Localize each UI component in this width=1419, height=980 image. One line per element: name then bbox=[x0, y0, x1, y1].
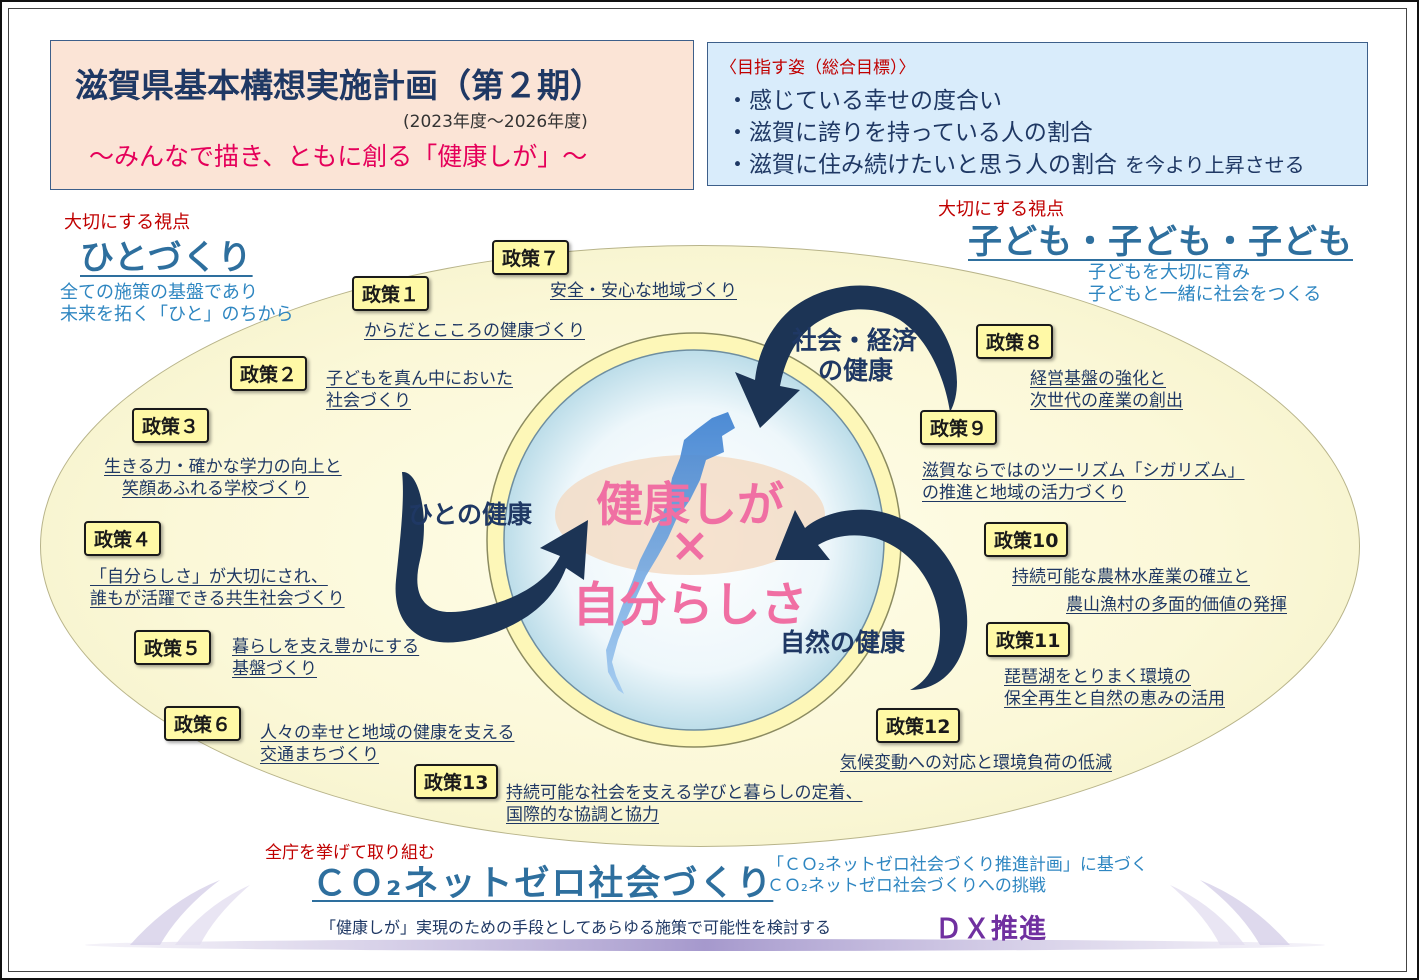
policy-1-text: からだとこころの健康づくり bbox=[364, 321, 585, 341]
policy-10-text-2: 農山漁村の多面的価値の発揮 bbox=[1066, 595, 1287, 615]
society-health-label-1: 社会・経済 bbox=[792, 326, 918, 355]
policy-9-text-1: 滋賀ならではのツーリズム「シガリズム」 bbox=[922, 461, 1245, 481]
policy-6-text: 人々の幸せと地域の健康を支える 交通まちづくり bbox=[260, 722, 515, 766]
policy-7-badge: 政策７ bbox=[492, 240, 570, 275]
policy-5-text-1: 暮らしを支え豊かにする bbox=[232, 637, 420, 657]
people-health-label: ひとの健康 bbox=[408, 500, 533, 529]
policy-3-text-2: 笑顔あふれる学校づくり bbox=[122, 479, 309, 499]
policy-8-badge: 政策８ bbox=[976, 324, 1054, 359]
plan-title: 滋賀県基本構想実施計画（第２期） bbox=[75, 66, 603, 105]
policy-9-text: 滋賀ならではのツーリズム「シガリズム」 の推進と地域の活力づくり bbox=[922, 460, 1245, 504]
dx-line: 「健康しが」実現のための手段としてあらゆる施策で可能性を検討する bbox=[320, 918, 832, 937]
policy-2-text-1: 子どもを真ん中においた bbox=[326, 369, 513, 389]
policy-7-text: 安全・安心な地域づくり bbox=[550, 281, 737, 301]
policy-5-text-2: 基盤づくり bbox=[232, 659, 317, 679]
policy-3-text-1: 生きる力・確かな学力の向上と bbox=[104, 457, 342, 477]
goal-item-residence-text: ・滋賀に住み続けたいと思う人の割合 bbox=[726, 152, 1117, 178]
left-viewpoint-desc-2: 未来を拓く「ひと」のちから bbox=[60, 304, 294, 325]
right-viewpoint-desc: 子どもを大切に育み 子どもと一緒に社会をつくる bbox=[1088, 262, 1321, 306]
policy-4-text-2: 誰もが活躍できる共生社会づくり bbox=[90, 589, 345, 609]
right-viewpoint-desc-2: 子どもと一緒に社会をつくる bbox=[1088, 284, 1322, 305]
policy-12-badge: 政策12 bbox=[876, 708, 961, 743]
policy-13-text-1: 持続可能な社会を支える学びと暮らしの定着、 bbox=[506, 783, 863, 803]
left-viewpoint-title: ひとづくり bbox=[80, 238, 253, 278]
policy-6-text-1: 人々の幸せと地域の健康を支える bbox=[260, 723, 515, 743]
co2-desc-1: 「ＣＯ₂ネットゼロ社会づくり推進計画」に基づく bbox=[767, 855, 1148, 875]
policy-5-text: 暮らしを支え豊かにする 基盤づくり bbox=[232, 636, 419, 680]
goal-item-residence: ・滋賀に住み続けたいと思う人の割合を今より上昇させる bbox=[726, 145, 1305, 179]
policy-11-text: 琵琶湖をとりまく環境の 保全再生と自然の恵みの活用 bbox=[1004, 666, 1225, 710]
plan-slogan: ～みんなで描き、ともに創る「健康しが」～ bbox=[89, 142, 588, 171]
policy-6-badge: 政策６ bbox=[164, 706, 242, 741]
policy-13-text-2: 国際的な協調と協力 bbox=[506, 805, 659, 825]
right-viewpoint-title: 子ども・子ども・子ども bbox=[968, 222, 1353, 262]
co2-title: ＣＯ₂ネットゼロ社会づくり bbox=[312, 864, 774, 904]
glow bbox=[555, 455, 825, 575]
policy-11-text-1: 琵琶湖をとりまく環境の bbox=[1004, 667, 1191, 687]
policy-2-text-2: 社会づくり bbox=[326, 391, 411, 411]
left-viewpoint-desc-1: 全ての施策の基盤であり bbox=[60, 282, 258, 303]
center-line-kenko-shiga: 健康しが bbox=[596, 478, 784, 533]
policy-4-badge: 政策４ bbox=[84, 521, 162, 556]
goal-tail: を今より上昇させる bbox=[1125, 153, 1305, 177]
policy-2-text: 子どもを真ん中においた 社会づくり bbox=[326, 368, 513, 412]
policy-9-badge: 政策９ bbox=[920, 410, 998, 445]
nature-health-label: 自然の健康 bbox=[780, 628, 906, 657]
right-viewpoint-desc-1: 子どもを大切に育み bbox=[1088, 262, 1250, 283]
policy-13-badge: 政策13 bbox=[414, 764, 499, 799]
society-health-arrow bbox=[735, 285, 957, 428]
goal-heading: 〈目指す姿（総合目標）〉 bbox=[720, 58, 916, 78]
policy-9-text-2: の推進と地域の活力づくり bbox=[922, 483, 1126, 503]
policy-8-text-2: 次世代の産業の創出 bbox=[1030, 391, 1183, 411]
policy-12-text: 気候変動への対応と環境負荷の低減 bbox=[840, 753, 1112, 773]
inner-frame bbox=[8, 8, 1407, 972]
goal-item-pride: ・滋賀に誇りを持っている人の割合 bbox=[726, 120, 1093, 146]
right-viewpoint-label: 大切にする視点 bbox=[938, 199, 1065, 220]
dx-strong: ＤＸ推進 bbox=[935, 914, 1047, 945]
title-box: 滋賀県基本構想実施計画（第２期） (2023年度～2026年度) ～みんなで描き… bbox=[50, 40, 694, 190]
left-viewpoint-desc: 全ての施策の基盤であり 未来を拓く「ひと」のちから bbox=[60, 282, 293, 326]
policy-4-text: 「自分らしさ」が大切にされ、 誰もが活躍できる共生社会づくり bbox=[90, 566, 345, 610]
goal-box: 〈目指す姿（総合目標）〉 ・感じている幸せの度合い ・滋賀に誇りを持っている人の… bbox=[707, 42, 1368, 186]
nature-health-arrow bbox=[775, 509, 968, 690]
policy-6-text-2: 交通まちづくり bbox=[260, 745, 379, 765]
plan-period: (2023年度～2026年度) bbox=[403, 112, 588, 132]
lake-biwa bbox=[606, 412, 735, 694]
co2-desc: 「ＣＯ₂ネットゼロ社会づくり推進計画」に基づく ＣＯ₂ネットゼロ社会づくりへの挑… bbox=[767, 855, 1148, 897]
goal-item-happiness: ・感じている幸せの度合い bbox=[726, 88, 1002, 114]
co2-label: 全庁を挙げて取り組む bbox=[265, 843, 435, 863]
people-health-arrow bbox=[395, 471, 588, 643]
society-health-label-2: の健康 bbox=[818, 356, 894, 385]
center-line-jibunrashisa: 自分らしさ bbox=[572, 578, 808, 633]
policy-13-text: 持続可能な社会を支える学びと暮らしの定着、 国際的な協調と協力 bbox=[506, 782, 863, 826]
policy-11-text-2: 保全再生と自然の恵みの活用 bbox=[1004, 689, 1225, 709]
policy-11-badge: 政策11 bbox=[986, 622, 1071, 657]
policy-8-text-1: 経営基盤の強化と bbox=[1030, 369, 1166, 389]
policy-5-badge: 政策５ bbox=[134, 630, 212, 665]
policy-3-badge: 政策３ bbox=[132, 408, 210, 443]
policy-1-badge: 政策１ bbox=[352, 276, 430, 311]
co2-desc-2: ＣＯ₂ネットゼロ社会づくりへの挑戦 bbox=[767, 876, 1046, 896]
policy-10-text-1: 持続可能な農林水産業の確立と bbox=[1012, 567, 1250, 587]
center-line-times: × bbox=[670, 518, 710, 573]
policy-8-text: 経営基盤の強化と 次世代の産業の創出 bbox=[1030, 368, 1183, 412]
policy-4-text-1: 「自分らしさ」が大切にされ、 bbox=[90, 567, 328, 587]
policy-2-badge: 政策２ bbox=[230, 356, 308, 391]
left-viewpoint-label: 大切にする視点 bbox=[64, 212, 191, 233]
policy-10-badge: 政策10 bbox=[984, 522, 1069, 557]
